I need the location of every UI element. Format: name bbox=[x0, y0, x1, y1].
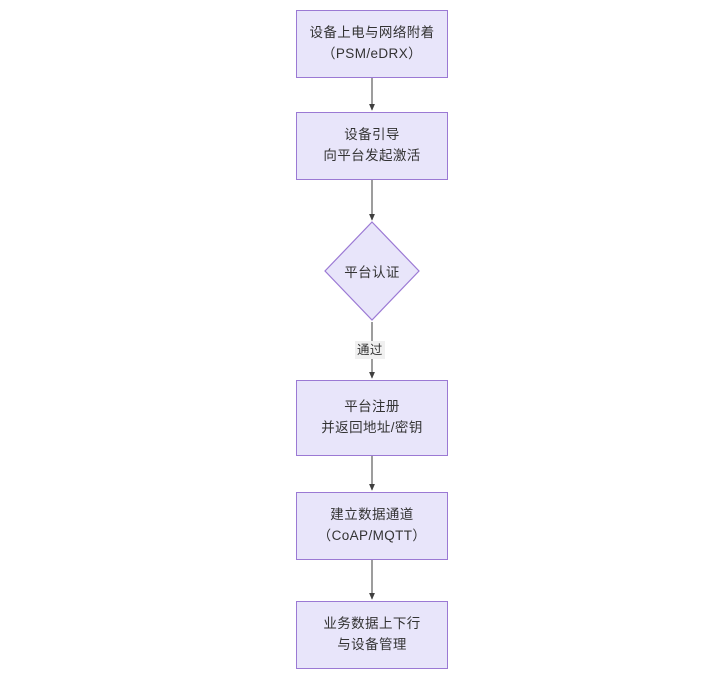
node-device-power-on[interactable]: 设备上电与网络附着 （PSM/eDRX） bbox=[296, 10, 448, 78]
node-text-line: 平台认证 bbox=[344, 265, 400, 280]
node-text-line: 向平台发起激活 bbox=[323, 148, 421, 163]
node-text-line: 与设备管理 bbox=[337, 637, 407, 652]
node-device-bootstrap[interactable]: 设备引导 向平台发起激活 bbox=[296, 112, 448, 180]
node-platform-authentication[interactable]: 平台认证 bbox=[324, 221, 420, 321]
node-text-line: （PSM/eDRX） bbox=[321, 46, 423, 61]
node-text-line: 业务数据上下行 bbox=[323, 616, 421, 632]
node-text-line: （CoAP/MQTT） bbox=[317, 528, 427, 543]
node-text-line: 设备引导 bbox=[344, 127, 400, 143]
node-text-line: 并返回地址/密钥 bbox=[321, 420, 423, 435]
node-establish-data-channel[interactable]: 建立数据通道 （CoAP/MQTT） bbox=[296, 492, 448, 560]
node-business-data-and-device-management[interactable]: 业务数据上下行 与设备管理 bbox=[296, 601, 448, 669]
node-text-line: 建立数据通道 bbox=[330, 507, 414, 523]
edge-label-pass: 通过 bbox=[355, 341, 385, 360]
node-text-line: 设备上电与网络附着 bbox=[309, 25, 435, 41]
node-platform-registration[interactable]: 平台注册 并返回地址/密钥 bbox=[296, 380, 448, 456]
node-text-line: 平台注册 bbox=[344, 399, 400, 415]
diamond-shape bbox=[324, 221, 420, 321]
